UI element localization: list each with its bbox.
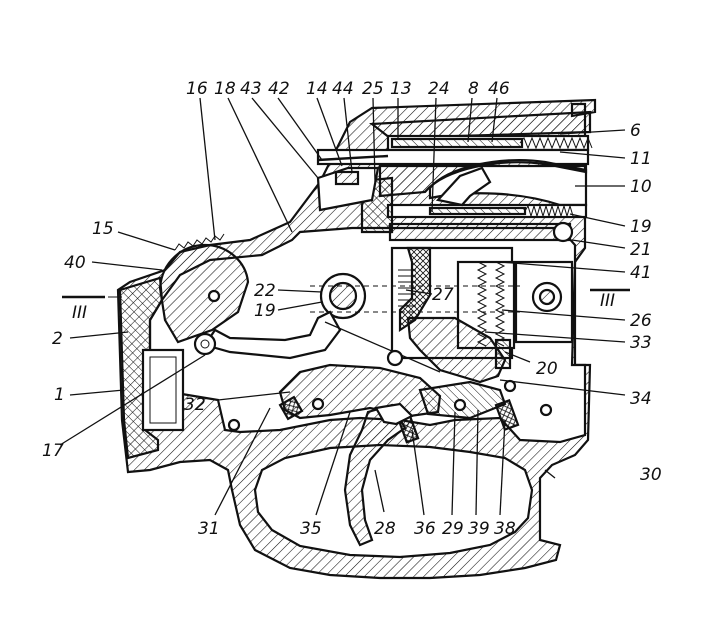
label-22: 22 xyxy=(254,281,276,301)
spring-26 xyxy=(476,261,488,347)
plate-21 xyxy=(388,222,572,242)
label-36: 36 xyxy=(414,519,436,539)
leader-lines xyxy=(59,97,626,516)
label-30: 30 xyxy=(640,465,662,485)
spring-31 xyxy=(278,395,304,421)
label-28: 28 xyxy=(374,519,396,539)
cam-24 xyxy=(435,166,492,207)
spring-19 xyxy=(524,204,574,218)
safety-lever-40 xyxy=(158,243,250,344)
bolt-rod xyxy=(390,137,524,149)
block-10 xyxy=(378,161,588,198)
spring-38 xyxy=(494,398,520,432)
label-20: 20 xyxy=(536,359,558,379)
pin-29b xyxy=(503,379,517,393)
label-40: 40 xyxy=(64,253,86,273)
bar-17-upper xyxy=(324,321,441,373)
label-32: 32 xyxy=(184,395,206,415)
label-41: 41 xyxy=(630,263,652,283)
rod-42 xyxy=(317,154,389,162)
label-26: 26 xyxy=(630,311,652,331)
reference-numerals: 16 18 43 42 14 44 25 13 24 8 46 6 11 10 … xyxy=(42,79,662,539)
label-44: 44 xyxy=(332,79,354,99)
label-11: 11 xyxy=(630,149,652,169)
label-33: 33 xyxy=(630,333,652,353)
label-42: 42 xyxy=(268,79,290,99)
label-43: 43 xyxy=(240,79,262,99)
pivot-22-inner xyxy=(328,281,358,311)
label-8: 8 xyxy=(468,79,479,99)
label-34: 34 xyxy=(630,389,652,409)
label-19-right: 19 xyxy=(630,217,652,237)
hammer-33 xyxy=(398,246,432,333)
rail-inner xyxy=(428,206,527,216)
label-15: 15 xyxy=(92,219,114,239)
spring-11 xyxy=(519,136,593,150)
label-25: 25 xyxy=(362,79,384,99)
pin-31 xyxy=(227,418,241,432)
link-pin-17-inner xyxy=(200,339,210,349)
label-38: 38 xyxy=(494,519,516,539)
trigger-guard-opening xyxy=(253,443,534,559)
pin-37 xyxy=(539,403,553,417)
link-17 xyxy=(203,310,342,360)
label-19-left: 19 xyxy=(254,301,276,321)
trigger-body xyxy=(374,402,414,426)
label-35: 35 xyxy=(300,519,322,539)
safety-pin xyxy=(207,289,221,303)
small-rect-44 xyxy=(334,170,360,186)
label-1: 1 xyxy=(54,385,65,405)
knurled-wheel-16 xyxy=(174,233,225,251)
hammer-arm-33 xyxy=(406,316,507,384)
label-III-right: III xyxy=(600,291,615,311)
pin-35 xyxy=(386,349,404,367)
label-10: 10 xyxy=(630,177,652,197)
label-14: 14 xyxy=(306,79,328,99)
label-29: 29 xyxy=(442,519,464,539)
pin-29 xyxy=(453,398,467,412)
pin-21 xyxy=(552,221,574,243)
label-46: 46 xyxy=(488,79,510,99)
pin-right-inner xyxy=(538,288,556,306)
label-17: 17 xyxy=(42,441,64,461)
label-24: 24 xyxy=(428,79,450,99)
label-39: 39 xyxy=(468,519,490,539)
label-13: 13 xyxy=(390,79,412,99)
label-III-left: III xyxy=(72,303,87,323)
label-6: 6 xyxy=(630,121,641,141)
link-43 xyxy=(316,166,380,212)
label-16: 16 xyxy=(186,79,208,99)
spring-26b xyxy=(494,261,506,347)
spring-27 xyxy=(398,269,416,307)
label-27: 27 xyxy=(432,285,454,305)
pin-32 xyxy=(311,397,325,411)
label-31: 31 xyxy=(198,519,220,539)
left-block-inner xyxy=(149,356,177,424)
label-21: 21 xyxy=(630,240,652,260)
link-pin-17 xyxy=(193,332,217,356)
trigger-28 xyxy=(343,403,407,547)
label-2: 2 xyxy=(52,329,63,349)
label-18: 18 xyxy=(214,79,236,99)
